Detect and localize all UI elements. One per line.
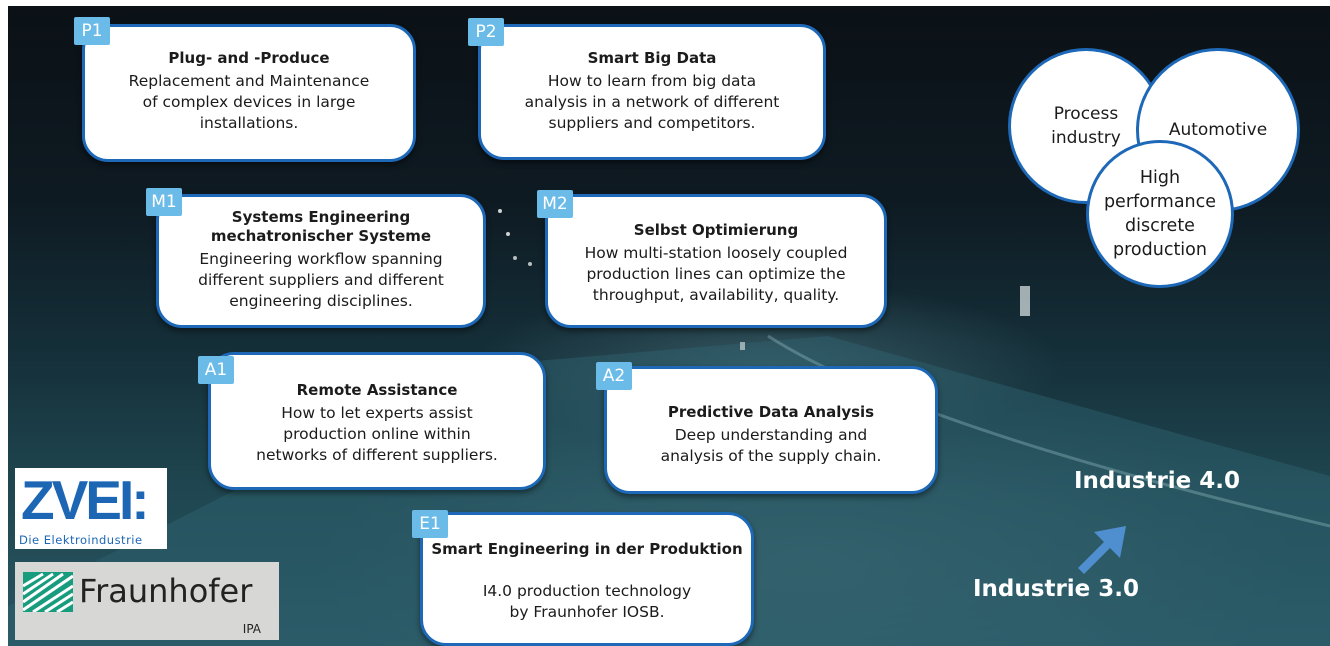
card-title: Plug- and -Produce bbox=[168, 49, 330, 67]
label-industrie-3: Industrie 3.0 bbox=[973, 576, 1140, 602]
card-body: Replacement and Maintenance of complex d… bbox=[128, 72, 370, 132]
card-body: Deep understanding and analysis of the s… bbox=[660, 426, 882, 465]
card-title: Remote Assistance bbox=[296, 381, 458, 399]
tag-e1: E1 bbox=[412, 510, 448, 538]
card-title: Predictive Data Analysis bbox=[667, 403, 875, 421]
zvei-logo: ZVEI: Die Elektroindustrie bbox=[15, 468, 167, 549]
tag-p1: P1 bbox=[74, 17, 110, 45]
reflector-light bbox=[506, 232, 510, 236]
reflector-light bbox=[528, 262, 532, 266]
reflector-light bbox=[513, 256, 517, 260]
card-body: How to let experts assist production onl… bbox=[256, 404, 498, 464]
reflector-light bbox=[498, 209, 502, 213]
zvei-subtitle: Die Elektroindustrie bbox=[19, 533, 143, 547]
zvei-wordmark: ZVEI: bbox=[21, 469, 150, 531]
slide-canvas: Plug- and -Produce Replacement and Maint… bbox=[8, 6, 1330, 646]
fraunhofer-institute: IPA bbox=[242, 622, 261, 636]
card-title: Selbst Optimierung bbox=[633, 221, 799, 239]
tag-p2: P2 bbox=[468, 18, 504, 46]
tag-a2: A2 bbox=[596, 362, 632, 390]
circle-high-performance-discrete-production: High performance discrete production bbox=[1086, 140, 1234, 288]
tag-m2: M2 bbox=[537, 190, 573, 218]
fraunhofer-name: Fraunhofer bbox=[79, 572, 253, 610]
card-a1-remote-assistance: Remote Assistance How to let experts ass… bbox=[208, 352, 546, 490]
card-body: Engineering workflow spanning different … bbox=[198, 250, 444, 310]
roadside-post bbox=[1020, 286, 1030, 316]
road-edge-line bbox=[767, 334, 1330, 528]
card-p1-plug-and-produce: Plug- and -Produce Replacement and Maint… bbox=[82, 24, 416, 162]
card-m2-selbst-optimierung: Selbst Optimierung How multi-station loo… bbox=[545, 194, 887, 328]
card-body: How to learn from big data analysis in a… bbox=[524, 72, 780, 132]
fraunhofer-logo: Fraunhofer IPA bbox=[15, 562, 279, 640]
card-title: Smart Big Data bbox=[587, 49, 717, 67]
tag-m1: M1 bbox=[146, 188, 182, 216]
card-body: I4.0 production technology by Fraunhofer… bbox=[482, 582, 692, 621]
card-a2-predictive-data-analysis: Predictive Data Analysis Deep understand… bbox=[604, 366, 938, 494]
lane-marker bbox=[740, 342, 745, 350]
card-title: Systems Engineering mechatronischer Syst… bbox=[210, 208, 432, 245]
label-industrie-4: Industrie 4.0 bbox=[1074, 468, 1241, 494]
card-p2-smart-big-data: Smart Big Data How to learn from big dat… bbox=[478, 24, 826, 160]
arrow-up-right-icon bbox=[1078, 526, 1126, 574]
card-body: How multi-station loosely coupled produc… bbox=[584, 244, 848, 304]
card-e1-smart-engineering: Smart Engineering in der Produktion I4.0… bbox=[420, 512, 754, 646]
fraunhofer-mark-icon bbox=[23, 572, 73, 612]
card-title: Smart Engineering in der Produktion bbox=[431, 540, 743, 558]
tag-a1: A1 bbox=[198, 356, 234, 384]
card-m1-systems-engineering: Systems Engineering mechatronischer Syst… bbox=[156, 194, 486, 328]
